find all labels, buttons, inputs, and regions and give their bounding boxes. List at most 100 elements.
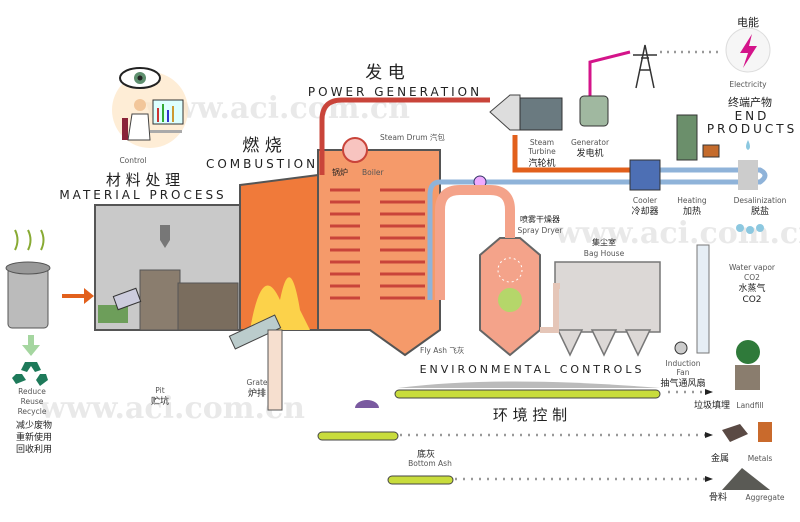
environmental-controls-title: ENVIRONMENTAL CONTROLS <box>420 363 645 376</box>
stack-icon <box>696 244 710 354</box>
environmental-controls-title-cn: 环 境 控 制 <box>493 406 567 424</box>
bottom-ash-label: Bottom Ash <box>408 459 452 468</box>
material-process-title: MATERIAL PROCESS <box>59 188 226 202</box>
steam-turbine-label-1: Steam <box>530 138 554 147</box>
combustion-title-cn: 燃 烧 <box>242 136 281 156</box>
heating-label-cn: 加热 <box>683 205 701 217</box>
metals-label-cn: 金属 <box>711 452 729 464</box>
heating-building-icon <box>676 114 720 161</box>
induction-fan-label-1: Induction <box>666 359 701 368</box>
dotted-arrows <box>400 390 705 481</box>
grate-label-cn: 炉排 <box>248 387 266 399</box>
arrow-down-icon <box>22 335 40 356</box>
generator-icon <box>579 95 609 127</box>
power-generation-title: POWER GENERATION <box>308 85 482 99</box>
control-label: Control <box>119 156 146 165</box>
spray-dryer-label-cn: 喷雾干燥器 <box>520 214 560 224</box>
power-tower-icon <box>633 44 657 89</box>
desalinization-label: Desalinization <box>734 196 787 205</box>
crane-grab-icon <box>160 225 170 248</box>
furnace <box>228 173 319 411</box>
watermark: www.aci.com.cn <box>39 391 305 426</box>
steam-pipe <box>319 97 490 175</box>
cooler-label-cn: 冷却器 <box>631 205 658 217</box>
metals-icon <box>722 422 772 442</box>
electricity-label: Electricity <box>729 80 767 89</box>
reduce-label: Reduce <box>18 387 46 396</box>
electricity-icon <box>725 27 771 73</box>
boiler <box>317 137 441 357</box>
flue-duct <box>435 185 515 300</box>
fly-ash-label: Fly Ash 飞灰 <box>420 345 465 355</box>
spray-dryer-label: Spray Dryer <box>517 226 563 235</box>
reduce-label-cn: 减少废物 <box>16 419 52 431</box>
steam-turbine-label-2: Turbine <box>527 147 556 156</box>
grate-label: Grate <box>246 378 267 387</box>
induction-fan-label-cn: 抽气通风扇 <box>660 377 705 389</box>
fly-ash-conveyor <box>394 381 661 399</box>
steam-drum-icon <box>342 137 368 163</box>
generator-label: Generator <box>571 138 610 147</box>
control-operator-icon <box>112 67 188 148</box>
bottom-ash-conveyor-1 <box>317 431 399 441</box>
water-drops-icon <box>736 224 764 234</box>
induction-fan-icon <box>674 341 688 355</box>
water-vapor-label-cn: 水蒸气 <box>738 282 765 294</box>
watermark: www.aci.com.cn <box>554 216 800 251</box>
bottom-ash-label-cn: 底灰 <box>417 448 435 460</box>
material-process-title-cn: 材 料 处 理 <box>106 171 180 189</box>
tipping-hall <box>94 204 241 331</box>
truck-icon <box>98 305 128 323</box>
power-line <box>588 50 631 98</box>
recycle-icon <box>12 362 48 386</box>
boiler-label-cn: 锅炉 <box>332 167 348 177</box>
condensate-pipe <box>427 167 768 300</box>
steam-outlet-pipe <box>512 135 650 173</box>
water-vapor-label: Water vapor <box>729 263 776 272</box>
power-generation-title-cn: 发 电 <box>365 63 404 83</box>
bag-house-label: Bag House <box>584 249 625 258</box>
waste-bin-icon <box>5 229 51 329</box>
watermark: www.aci.com.cn <box>144 91 410 126</box>
combustion-title: COMBUSTION <box>206 157 318 171</box>
grate-icon <box>228 314 282 350</box>
steam-turbine-icon <box>489 94 563 131</box>
landfill-tree-icon <box>735 340 760 390</box>
heating-label: Heating <box>677 196 707 205</box>
landfill-label-cn: 垃圾填埋 <box>694 399 730 411</box>
end-products-title-2: PRODUCTS <box>707 122 797 136</box>
reuse-label: Reuse <box>21 397 44 406</box>
bag-house-label-cn: 集尘室 <box>592 237 616 247</box>
end-products-title-1: END <box>735 109 770 123</box>
electricity-label-cn: 电能 <box>737 15 759 29</box>
spray-dryer <box>479 237 541 357</box>
bottom-ash-conveyor-2 <box>387 475 454 485</box>
landfill-label: Landfill <box>736 401 763 410</box>
arrowheads <box>705 389 713 482</box>
co2-label-2: CO2 <box>742 295 761 305</box>
aggregate-label: Aggregate <box>745 493 784 502</box>
induction-fan-label-2: Fan <box>677 368 690 377</box>
reuse-label-cn: 重新使用 <box>16 431 52 443</box>
aggregate-label-cn: 骨料 <box>709 491 727 503</box>
aggregate-icon <box>722 468 770 490</box>
end-products-title-cn: 终端产物 <box>728 95 772 109</box>
pit-label: Pit <box>155 386 164 395</box>
boiler-label: Boiler <box>362 168 385 177</box>
arrow-icon <box>62 288 94 304</box>
cooler-label: Cooler <box>633 196 658 205</box>
steam-drum-label: Steam Drum 汽包 <box>380 132 445 142</box>
cooler-icon <box>629 159 661 191</box>
steam-turbine-label-cn: 汽轮机 <box>528 157 555 169</box>
magnet-icon <box>355 400 379 408</box>
recycle-label: Recycle <box>18 407 47 416</box>
desalinization-label-cn: 脱盐 <box>751 205 769 217</box>
recycle-label-cn: 回收利用 <box>16 443 52 455</box>
desalinization-icon <box>738 140 758 190</box>
co2-label: CO2 <box>744 273 760 282</box>
generator-label-cn: 发电机 <box>576 147 603 159</box>
metals-label: Metals <box>748 454 773 463</box>
bag-house <box>540 261 661 357</box>
